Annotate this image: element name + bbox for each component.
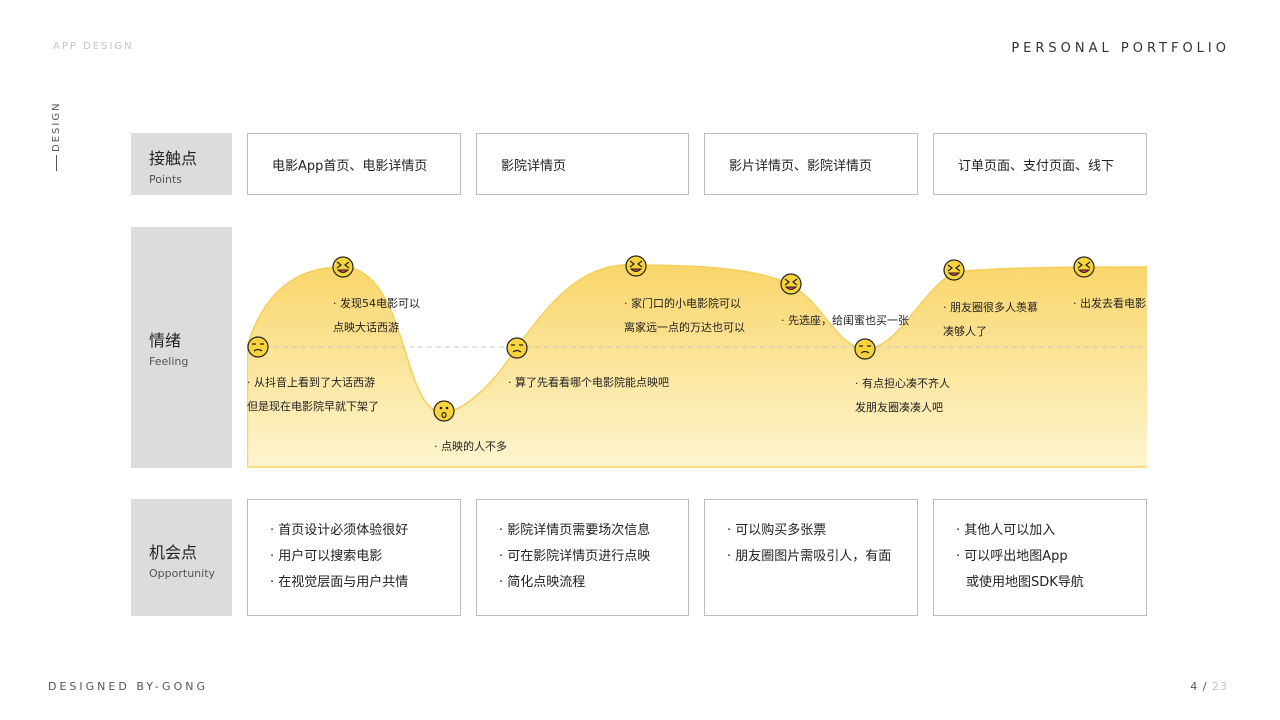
header-portfolio: PERSONAL PORTFOLIO: [1011, 41, 1230, 56]
opportunity-item: · 可以呼出地图App: [956, 549, 1068, 564]
opportunity-item: 或使用地图SDK导航: [966, 575, 1084, 590]
feeling-note-7: · 有点担心凑不齐人 发朋友圈凑凑人吧: [855, 372, 950, 420]
feeling-note-line: · 算了先看看哪个电影院能点映吧: [508, 376, 669, 389]
row-label-points: 接触点 Points: [131, 133, 232, 195]
opportunity-item: · 用户可以搜索电影: [270, 549, 383, 564]
opportunity-item: · 首页设计必须体验很好: [270, 523, 409, 538]
row-label-feeling-en: Feeling: [149, 355, 189, 368]
opportunity-item: · 朋友圈图片需吸引人，有面: [727, 549, 892, 564]
feeling-note-line: · 出发去看电影: [1073, 297, 1146, 310]
neutral-emoji-icon: [506, 337, 528, 359]
row-label-opportunity-cn: 机会点: [149, 543, 198, 562]
happy-emoji-icon: [780, 273, 802, 295]
page-total: 23: [1212, 680, 1228, 693]
feeling-note-8: · 朋友圈很多人羡慕 凑够人了: [943, 296, 1038, 344]
feeling-note-line: 点映大话西游: [333, 321, 399, 334]
feeling-note-5: · 家门口的小电影院可以 离家远一点的万达也可以: [624, 292, 745, 340]
feeling-note-line: · 点映的人不多: [434, 440, 507, 453]
opportunity-item: · 影院详情页需要场次信息: [499, 523, 651, 538]
page-current: 4: [1190, 680, 1199, 693]
header-app-design: APP DESIGN: [53, 41, 134, 52]
happy-emoji-icon: [332, 256, 354, 278]
opportunity-item: · 简化点映流程: [499, 575, 586, 590]
page-separator: /: [1202, 680, 1208, 693]
page-indicator: 4 / 23: [1190, 680, 1228, 693]
sad-emoji-icon: [433, 400, 455, 422]
emotion-curve-svg: [247, 255, 1147, 468]
touchpoint-card-2: 影院详情页: [476, 133, 689, 195]
happy-emoji-icon: [943, 259, 965, 281]
row-label-feeling: 情绪 Feeling: [131, 227, 232, 468]
feeling-note-line: 发朋友圈凑凑人吧: [855, 401, 943, 414]
touchpoint-card-4: 订单页面、支付页面、线下: [933, 133, 1147, 195]
row-label-points-cn: 接触点: [149, 149, 198, 168]
feeling-note-line: · 家门口的小电影院可以: [624, 297, 741, 310]
feeling-note-line: 但是现在电影院早就下架了: [247, 400, 379, 413]
happy-emoji-icon: [625, 255, 647, 277]
neutral-emoji-icon: [854, 338, 876, 360]
feeling-note-line: · 发现54电影可以: [333, 297, 420, 310]
feeling-note-6: · 先选座，给闺蜜也买一张: [781, 309, 909, 333]
feeling-note-9: · 出发去看电影: [1073, 292, 1146, 316]
emotion-curve-chart: · 从抖音上看到了大话西游 但是现在电影院早就下架了 · 发现54电影可以 点映…: [247, 227, 1147, 468]
feeling-note-line: · 先选座，给闺蜜也买一张: [781, 314, 909, 327]
opportunity-item: · 可在影院详情页进行点映: [499, 549, 651, 564]
row-label-opportunity-en: Opportunity: [149, 567, 216, 580]
feeling-note-line: · 从抖音上看到了大话西游: [247, 376, 375, 389]
feeling-note-line: 离家远一点的万达也可以: [624, 321, 745, 334]
emotion-area: [247, 264, 1147, 468]
opportunity-card-1: · 首页设计必须体验很好 · 用户可以搜索电影 · 在视觉层面与用户共情: [247, 499, 461, 616]
feeling-note-3: · 点映的人不多: [434, 435, 507, 459]
neutral-emoji-icon: [247, 336, 269, 358]
side-divider: [56, 155, 57, 171]
touchpoint-card-3: 影片详情页、影院详情页: [704, 133, 918, 195]
row-label-opportunity: 机会点 Opportunity: [131, 499, 232, 616]
opportunity-card-4: · 其他人可以加入 · 可以呼出地图App 或使用地图SDK导航: [933, 499, 1147, 616]
side-label: DESIGN: [49, 94, 65, 154]
footer-designer: DESIGNED BY-GONG: [48, 680, 208, 693]
happy-emoji-icon: [1073, 256, 1095, 278]
opportunity-card-2: · 影院详情页需要场次信息 · 可在影院详情页进行点映 · 简化点映流程: [476, 499, 689, 616]
feeling-note-2: · 发现54电影可以 点映大话西游: [333, 292, 420, 340]
opportunity-item: · 可以购买多张票: [727, 523, 827, 538]
side-label-text: DESIGN: [51, 101, 62, 152]
emotion-curve-line: [247, 264, 1147, 413]
feeling-note-1: · 从抖音上看到了大话西游 但是现在电影院早就下架了: [247, 371, 379, 419]
row-label-feeling-cn: 情绪: [149, 331, 182, 350]
feeling-note-line: · 朋友圈很多人羡慕: [943, 301, 1038, 314]
opportunity-item: · 其他人可以加入: [956, 523, 1056, 538]
feeling-note-line: 凑够人了: [943, 325, 987, 338]
row-label-points-en: Points: [149, 173, 183, 186]
touchpoint-card-1: 电影App首页、电影详情页: [247, 133, 461, 195]
opportunity-item: · 在视觉层面与用户共情: [270, 575, 409, 590]
feeling-note-4: · 算了先看看哪个电影院能点映吧: [508, 371, 669, 395]
opportunity-card-3: · 可以购买多张票 · 朋友圈图片需吸引人，有面: [704, 499, 918, 616]
feeling-note-line: · 有点担心凑不齐人: [855, 377, 950, 390]
